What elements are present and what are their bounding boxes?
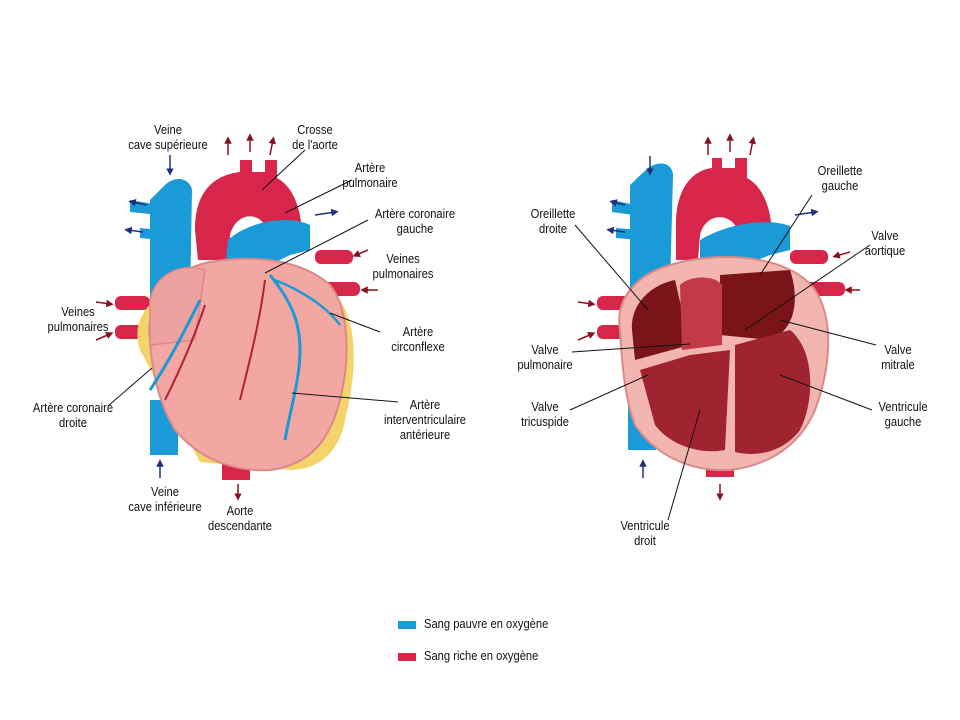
label-pulmonary-artery: Artère pulmonaire xyxy=(342,160,398,190)
legend-swatch-deoxy xyxy=(398,621,416,629)
label-left-ventricle: Ventricule gauche xyxy=(878,399,928,429)
label-right-coronary: Artère coronaire droite xyxy=(32,400,114,430)
label-pulmonary-valve: Valve pulmonaire xyxy=(517,342,573,372)
label-interventricular: Artère interventriculaire antérieure xyxy=(383,397,467,442)
legend-swatch-oxy xyxy=(398,653,416,661)
label-descending-aorta: Aorte descendante xyxy=(207,503,273,533)
external-heart xyxy=(95,133,399,501)
label-circumflex: Artère circonflexe xyxy=(391,324,445,354)
label-pulmonary-veins-left: Veines pulmonaires xyxy=(47,304,109,334)
label-vena-cava-superior: Veine cave supérieure xyxy=(128,122,208,152)
label-aortic-valve: Valve aortique xyxy=(864,228,906,258)
label-left-atrium: Oreillette gauche xyxy=(817,163,863,193)
section-heart xyxy=(569,133,877,521)
label-tricuspid-valve: Valve tricuspide xyxy=(521,399,569,429)
legend-label-deoxy: Sang pauvre en oxygène xyxy=(424,616,549,631)
legend-label-oxy: Sang riche en oxygène xyxy=(424,648,539,663)
label-aortic-arch: Crosse de l'aorte xyxy=(292,122,338,152)
label-right-ventricle: Ventricule droit xyxy=(620,518,670,548)
label-left-coronary: Artère coronaire gauche xyxy=(374,206,456,236)
label-right-atrium: Oreillette droite xyxy=(530,206,576,236)
label-pulmonary-veins-right: Veines pulmonaires xyxy=(372,251,434,281)
label-vena-cava-inferior: Veine cave inférieure xyxy=(128,484,202,514)
label-mitral-valve: Valve mitrale xyxy=(881,342,915,372)
